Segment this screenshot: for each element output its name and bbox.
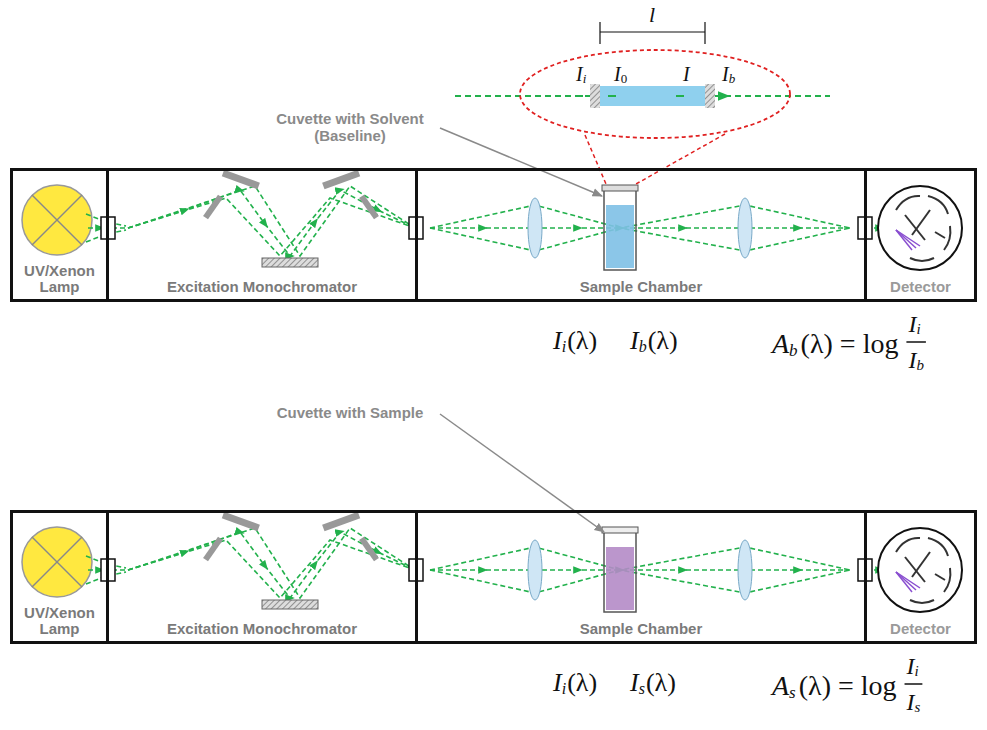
symbol: I xyxy=(907,654,915,678)
symbol: I xyxy=(908,312,916,336)
symbol: I xyxy=(614,64,621,84)
section-label: UV/Xenon Lamp xyxy=(16,605,103,637)
formula-text: (λ) xyxy=(567,670,597,696)
symbol: I xyxy=(683,64,690,84)
subscript: i xyxy=(583,72,587,85)
fraction-bar xyxy=(906,341,926,343)
instrument-section: Excitation Monochromator xyxy=(106,168,418,302)
subscript: i xyxy=(915,664,919,679)
subscript: s xyxy=(639,681,645,697)
instrument-section: Excitation Monochromator xyxy=(106,510,418,644)
subscript: i xyxy=(916,322,920,337)
cuvette-sample xyxy=(602,527,638,612)
symbol: I xyxy=(722,64,729,84)
section-label: Sample Chamber xyxy=(580,279,703,295)
leader-line xyxy=(440,414,604,532)
instrument-section: Sample Chamber xyxy=(415,510,867,644)
leader-line xyxy=(440,128,602,196)
symbol: I xyxy=(907,690,915,714)
callout-label: Cuvette with Sample xyxy=(255,404,445,421)
subscript: b xyxy=(789,342,798,359)
formula-text: (λ) = log xyxy=(799,672,897,700)
section-label: Detector xyxy=(890,621,951,637)
symbol: I xyxy=(553,670,562,696)
symbol: I xyxy=(576,64,583,84)
section-label: Excitation Monochromator xyxy=(167,621,357,637)
instrument-section: Sample Chamber xyxy=(415,168,867,302)
subscript: s xyxy=(915,700,921,715)
subscript: s xyxy=(789,684,796,701)
cuvette-inset xyxy=(455,22,830,184)
symbol: A xyxy=(772,330,789,358)
section-label: Excitation Monochromator xyxy=(167,279,357,295)
symbol: I xyxy=(630,328,639,354)
symbol: A xyxy=(772,672,789,700)
cuvette-solvent xyxy=(602,185,638,270)
formula-text: (λ) xyxy=(648,328,678,354)
symbol: I xyxy=(630,670,639,696)
instrument-section: UV/Xenon Lamp xyxy=(10,168,109,302)
formula-text: (λ) xyxy=(567,328,597,354)
subscript: i xyxy=(562,681,566,697)
section-label: Detector xyxy=(890,279,951,295)
instrument-section: UV/Xenon Lamp xyxy=(10,510,109,644)
instrument-section: Detector xyxy=(864,168,977,302)
section-label: UV/Xenon Lamp xyxy=(16,263,103,295)
instrument-row xyxy=(22,170,962,270)
section-label: Sample Chamber xyxy=(580,621,703,637)
formula-text: (λ) xyxy=(646,670,676,696)
symbol: l xyxy=(649,4,655,26)
symbol: I xyxy=(553,328,562,354)
callout-label: Cuvette with Solvent (Baseline) xyxy=(255,110,445,144)
instrument-section: Detector xyxy=(864,510,977,644)
subscript: b xyxy=(916,358,924,373)
subscript: i xyxy=(562,339,566,355)
formula-text: (λ) = log xyxy=(801,330,899,358)
subscript: b xyxy=(639,339,647,355)
fraction-bar xyxy=(905,683,923,685)
subscript: b xyxy=(729,72,736,85)
subscript: 0 xyxy=(621,72,628,85)
symbol: I xyxy=(908,348,916,372)
